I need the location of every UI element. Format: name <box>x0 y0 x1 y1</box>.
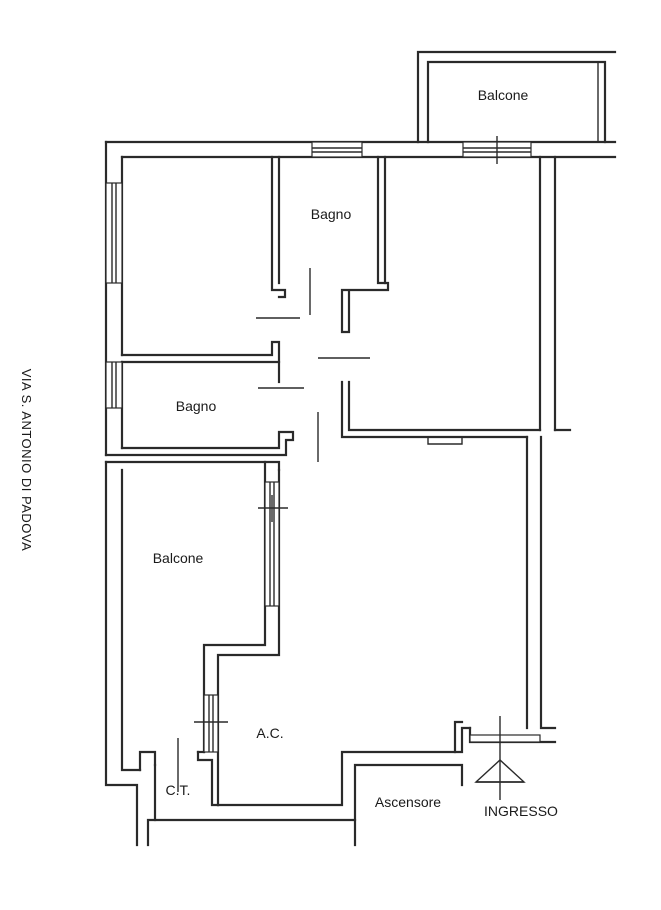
entrance-arrow-icon <box>474 742 526 800</box>
room-label-balcone-left: Balcone <box>153 550 204 566</box>
top-balcony-outline <box>416 50 617 144</box>
room-label-balcone-top: Balcone <box>478 87 529 103</box>
windows <box>105 136 541 753</box>
door-markers <box>177 268 370 792</box>
room-label-ct: C.T. <box>166 782 191 798</box>
room-label-ac: A.C. <box>256 725 283 741</box>
room-label-ingresso: INGRESSO <box>484 803 558 819</box>
room-label-ascensore: Ascensore <box>375 794 441 810</box>
street-label: VIA S. ANTONIO DI PADOVA <box>19 369 34 552</box>
room-label-bagno-top: Bagno <box>311 206 352 222</box>
room-label-bagno-left: Bagno <box>176 398 217 414</box>
